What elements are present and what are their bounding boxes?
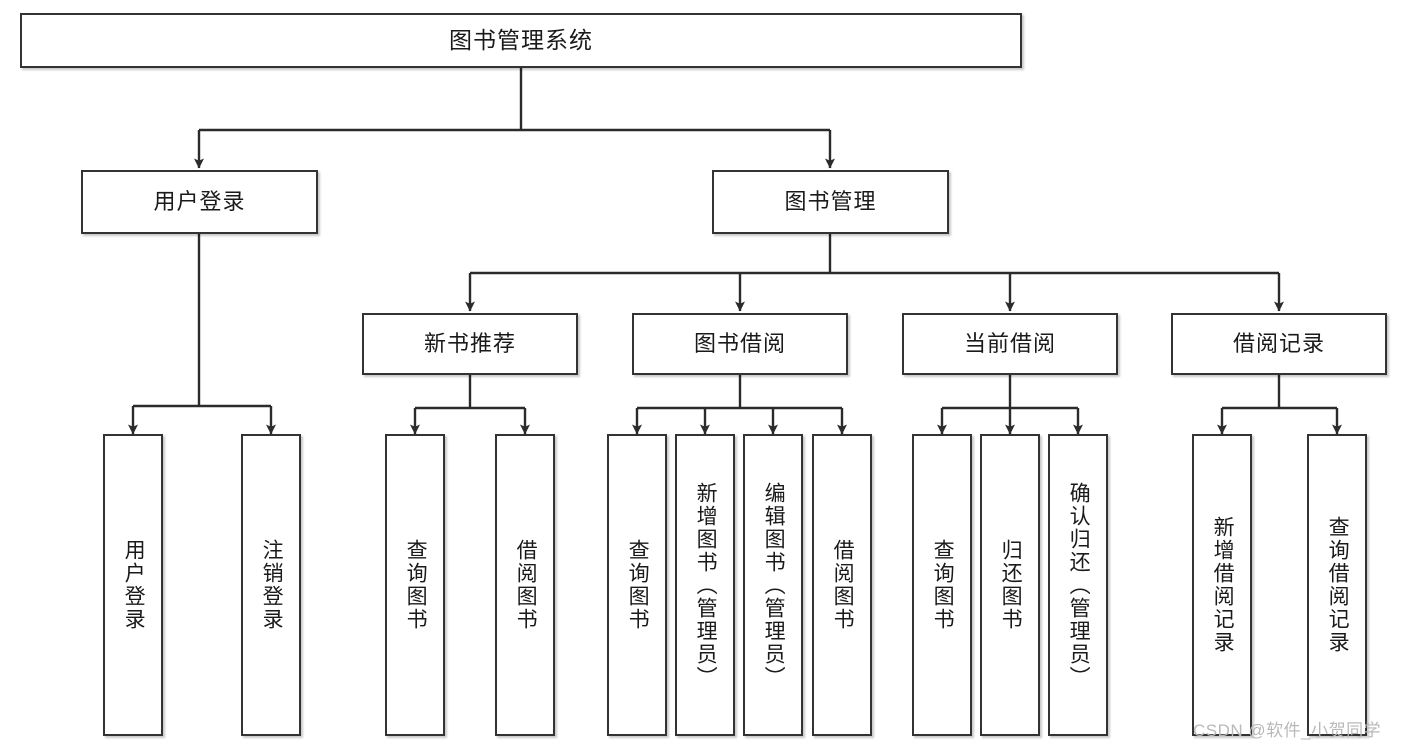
node-root-book-management-system[interactable]: 图书管理系统 — [20, 13, 1022, 68]
node-current-borrow[interactable]: 当前借阅 — [902, 313, 1118, 375]
node-label: 借阅图书 — [514, 539, 538, 631]
node-leaf-return-book[interactable]: 归还图书 — [980, 434, 1040, 736]
node-leaf-borrow-book[interactable]: 借阅图书 — [812, 434, 872, 736]
node-label: 注销登录 — [260, 539, 284, 631]
node-label: 借阅记录 — [1232, 330, 1325, 356]
node-leaf-query-book-borrow[interactable]: 查询图书 — [607, 434, 667, 736]
csdn-watermark: CSDN @软件_小贺同学 — [1193, 721, 1382, 740]
node-label: 确认归还（管理员） — [1067, 481, 1091, 689]
node-label: 归还图书 — [999, 539, 1023, 631]
node-label: 当前借阅 — [963, 330, 1056, 356]
node-label: 查询图书 — [626, 539, 650, 631]
node-label: 查询借阅记录 — [1326, 516, 1350, 654]
node-leaf-query-book-recommend[interactable]: 查询图书 — [385, 434, 445, 736]
node-borrow-record[interactable]: 借阅记录 — [1171, 313, 1387, 375]
node-leaf-query-borrow-record[interactable]: 查询借阅记录 — [1307, 434, 1367, 736]
node-label: 用户登录 — [153, 188, 246, 214]
node-leaf-user-logout[interactable]: 注销登录 — [241, 434, 301, 736]
node-book-borrow[interactable]: 图书借阅 — [632, 313, 848, 375]
node-label: 新增借阅记录 — [1211, 516, 1235, 654]
node-leaf-edit-book-admin[interactable]: 编辑图书（管理员） — [743, 434, 803, 736]
node-leaf-add-borrow-record[interactable]: 新增借阅记录 — [1192, 434, 1252, 736]
node-leaf-borrow-book-recommend[interactable]: 借阅图书 — [495, 434, 555, 736]
node-book-management[interactable]: 图书管理 — [712, 170, 949, 234]
node-label: 查询图书 — [404, 539, 428, 631]
node-leaf-query-book-current[interactable]: 查询图书 — [912, 434, 972, 736]
node-label: 新增图书（管理员） — [694, 481, 718, 689]
node-label: 图书管理 — [784, 188, 877, 214]
node-user-login[interactable]: 用户登录 — [81, 170, 318, 234]
node-label: 编辑图书（管理员） — [762, 481, 786, 689]
node-leaf-user-login[interactable]: 用户登录 — [103, 434, 163, 736]
node-leaf-add-book-admin[interactable]: 新增图书（管理员） — [675, 434, 735, 736]
node-label: 借阅图书 — [831, 539, 855, 631]
node-label: 用户登录 — [122, 539, 146, 631]
node-label: 图书借阅 — [693, 330, 786, 356]
node-new-book-recommend[interactable]: 新书推荐 — [362, 313, 578, 375]
node-label: 查询图书 — [931, 539, 955, 631]
node-label: 图书管理系统 — [449, 26, 593, 53]
node-label: 新书推荐 — [423, 330, 516, 356]
node-leaf-confirm-return-admin[interactable]: 确认归还（管理员） — [1048, 434, 1108, 736]
